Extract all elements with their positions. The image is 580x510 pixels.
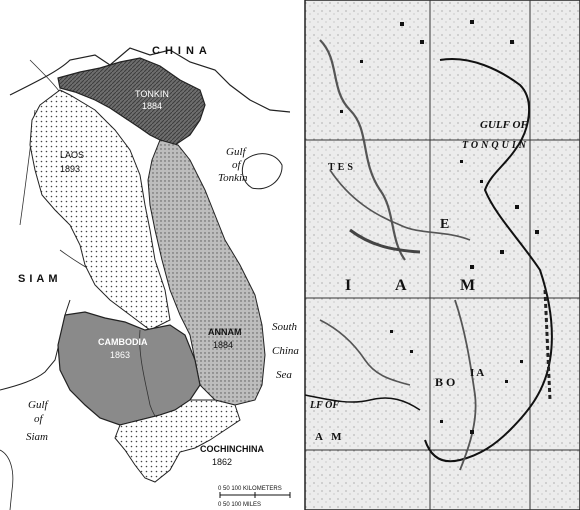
label-laos: LAOS [60,150,84,160]
historic-label-gulf-of: GULF OF [480,119,528,131]
label-gulf-tonkin-3: Tonkin [218,172,248,184]
label-gulf-tonkin-1: Gulf [226,146,248,158]
label-laos-year: 1893 [60,164,80,174]
historic-border [543,289,552,401]
historic-river [329,169,471,241]
scale-miles-label: 0 50 100 MILES [218,502,261,508]
scale-bar: 0 50 100 KILOMETERS 0 50 100 MILES [218,486,291,508]
china-border [9,47,291,113]
label-tonkin-year: 1884 [142,101,162,111]
label-cambodia-year: 1863 [110,350,130,360]
historic-label-am: A M [315,431,344,443]
historic-label-gulf-of-left: LF OF [309,400,339,411]
label-south-china-sea-3: Sea [276,369,292,381]
siam-coast [0,449,14,510]
label-south-china-sea-1: South [272,321,298,333]
historic-label-i: I [345,277,351,294]
historic-coastline [424,58,553,463]
historic-label-a: A [395,277,407,294]
historic-label-tes: TES [328,162,356,173]
historic-river [319,319,411,386]
label-south-china-sea-2: China [272,345,299,357]
historic-label-ia: IA [470,367,486,379]
label-gulf-siam-3: Siam [26,431,48,443]
scale-km-label: 0 50 100 KILOMETERS [218,486,282,492]
label-gulf-siam-2: of [34,413,45,425]
label-tonkin: TONKIN [135,89,169,99]
historic-lake [349,228,421,254]
hainan-island [241,153,283,190]
right-map: GULF OF TONQUIN TES I A M BO IA LF OF A … [304,0,580,510]
region-cochinchina [114,399,241,483]
historic-river [454,299,477,471]
region-tonkin [57,57,206,146]
historic-label-m: M [460,277,475,294]
historic-towns [340,20,539,434]
label-gulf-tonkin-2: of [232,159,243,171]
label-gulf-siam-1: Gulf [28,399,50,411]
historic-label-bo: BO [435,375,458,389]
label-china: CHINA [152,45,212,57]
label-annam-year: 1884 [213,340,233,350]
label-cochinchina: COCHINCHINA [200,444,264,454]
historic-label-e: E [440,217,449,232]
historic-label-tonquin: TONQUIN [462,140,529,151]
label-annam: ANNAM [208,327,242,337]
historic-coastline-siam [304,394,421,411]
label-siam: SIAM [18,273,62,285]
right-map-background [304,0,580,510]
label-cambodia: CAMBODIA [98,337,148,347]
left-map: CHINA SIAM TONKIN 1884 LAOS 1893 ANNAM 1… [0,45,300,510]
label-cochinchina-year: 1862 [212,457,232,467]
